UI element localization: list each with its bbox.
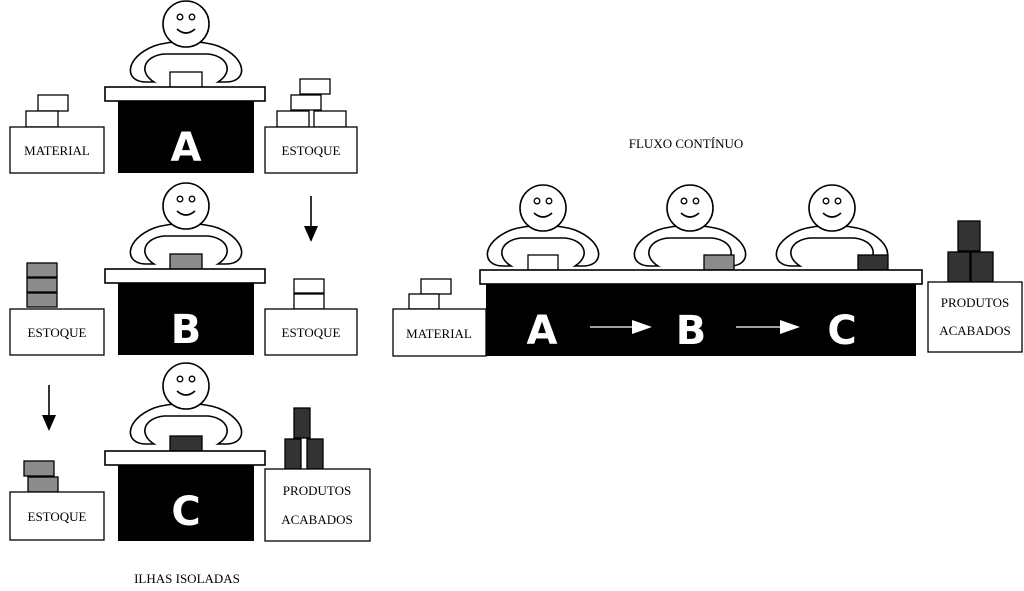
part-done <box>947 251 971 283</box>
material-label: MATERIAL <box>406 326 472 341</box>
finished-products-box <box>264 468 371 542</box>
part-done <box>169 435 203 453</box>
stock-label: ESTOQUE <box>28 325 87 340</box>
part-done <box>293 407 311 439</box>
part-mid <box>27 476 59 493</box>
finished-products-label-line1: PRODUTOS <box>941 295 1009 310</box>
continuous-flow-caption: FLUXO CONTÍNUO <box>629 136 743 151</box>
part-mid <box>26 292 58 308</box>
part-raw <box>313 110 347 128</box>
stock-label: ESTOQUE <box>282 143 341 158</box>
part-raw <box>408 293 440 310</box>
isolated-islands-caption: ILHAS ISOLADAS <box>134 571 240 586</box>
part-mid <box>23 460 55 477</box>
part-raw <box>276 110 310 128</box>
part-raw <box>290 94 322 111</box>
part-raw <box>299 78 331 95</box>
material-box <box>392 308 487 357</box>
arrow-right-icon <box>590 320 652 334</box>
stock-label: ESTOQUE <box>282 325 341 340</box>
arrow-right-icon <box>736 320 800 334</box>
finished-products-label-line1: PRODUTOS <box>283 483 351 498</box>
part-raw <box>293 293 325 310</box>
part-done <box>957 220 981 252</box>
island-station-a: A MATERIAL ESTOQUE <box>9 0 358 174</box>
workbench-top <box>479 269 923 285</box>
flow-letter-a: A <box>527 308 558 354</box>
island-station-c: C ESTOQUE PRODUTOS ACABADOS <box>9 362 371 542</box>
flow-letter-b: B <box>676 308 707 354</box>
finished-products-label-line2: ACABADOS <box>939 323 1011 338</box>
finished-products-box <box>927 281 1023 353</box>
worker-a-icon <box>129 0 243 83</box>
finished-products-label-line2: ACABADOS <box>281 512 353 527</box>
worker-b-icon <box>129 182 243 265</box>
workbench-top <box>104 86 266 102</box>
part-raw <box>527 254 559 271</box>
material-box <box>9 126 105 174</box>
part-mid <box>703 254 735 271</box>
worker-c-icon <box>775 184 889 267</box>
island-station-b: B ESTOQUE ESTOQUE <box>9 182 358 356</box>
machine-a <box>118 101 254 173</box>
part-done <box>970 251 994 283</box>
stock-label: ESTOQUE <box>28 509 87 524</box>
worker-b-icon <box>633 184 747 267</box>
arrow-down-icon <box>42 385 56 431</box>
part-mid <box>26 262 58 278</box>
part-raw <box>37 94 69 112</box>
stock-box <box>9 491 105 541</box>
machine-b <box>118 283 254 355</box>
part-raw <box>25 110 59 128</box>
continuous-flow-line: A B C MATERIAL PRODUTOS ACABADOS <box>392 184 1023 357</box>
part-raw <box>420 278 452 295</box>
part-done <box>306 438 324 470</box>
part-mid <box>26 277 58 293</box>
arrow-down-icon <box>304 196 318 242</box>
flow-letter-c: C <box>827 308 856 354</box>
worker-c-icon <box>129 362 243 445</box>
part-done <box>284 438 302 470</box>
station-letter-c: C <box>171 489 200 535</box>
part-raw <box>169 71 203 89</box>
part-raw <box>293 278 325 294</box>
workbench-top <box>104 450 266 466</box>
workbench-top <box>104 268 266 284</box>
material-label: MATERIAL <box>24 143 90 158</box>
part-mid <box>169 253 203 271</box>
worker-a-icon <box>486 184 600 267</box>
stock-box <box>9 308 105 356</box>
station-letter-b: B <box>171 307 202 353</box>
stock-box <box>264 308 358 356</box>
part-done <box>857 254 889 271</box>
station-letter-a: A <box>171 125 202 171</box>
machine-c <box>118 465 254 541</box>
continuous-machine <box>486 284 916 356</box>
stock-box <box>264 126 358 174</box>
